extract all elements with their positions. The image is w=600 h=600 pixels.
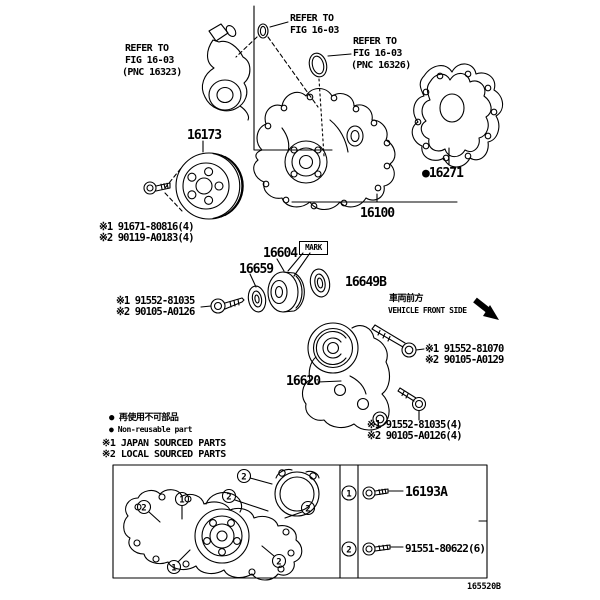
callout-number: 1 (171, 564, 176, 574)
refer-note-inlet-line3: (PNC 16323) (122, 67, 182, 78)
part-label-16649B[interactable]: 16649B (345, 275, 387, 290)
bottom-table-frame (112, 464, 488, 579)
part-label-16173[interactable]: 16173 (187, 128, 222, 143)
tensioner-lower-bolt-art (397, 387, 427, 421)
plate-washer-art (247, 273, 267, 313)
legend-nonreusable-en: ● Non-reusable part (109, 425, 192, 434)
refer-note-oring-line2: FIG 16-03 (290, 25, 339, 36)
part-label-16271[interactable]: ●16271 (422, 166, 464, 181)
vehicle-front-arrow-icon (473, 297, 499, 320)
callout-number: 2 (141, 504, 146, 514)
fastener-note-tensioner-lower-line1[interactable]: ※1 91552-81035(4) (367, 419, 463, 431)
refer-note-oring2-line2: FIG 16-03 (353, 48, 402, 59)
table-part-91551-80622[interactable]: 91551-80622(6) (405, 542, 486, 555)
callout-number: 2 (276, 558, 281, 568)
part-label-16659[interactable]: 16659 (239, 262, 274, 277)
callout-number: 2 (305, 505, 310, 515)
mark-tag: MARK (299, 241, 328, 255)
fastener-note-crank-line2[interactable]: ※2 90119-A0183(4) (99, 232, 195, 244)
crank-pulley-bolt-art (143, 166, 183, 212)
figure-code: 165520B (467, 582, 501, 592)
part-label-16620[interactable]: 16620 (286, 374, 321, 389)
fastener-note-tensioner-upper-line2[interactable]: ※2 90105-A0129 (425, 354, 504, 366)
part-label-16100[interactable]: 16100 (360, 206, 395, 221)
legend-japan-sourced: ※1 JAPAN SOURCED PARTS (102, 438, 226, 449)
table-part-16193A[interactable]: 16193A (405, 485, 448, 500)
oring-large-art (308, 52, 352, 157)
table-row-number: 2 (346, 546, 351, 556)
refer-note-oring2-line1: REFER TO (353, 36, 397, 47)
crank-pulley-art (175, 140, 244, 220)
callout-number: 1 (179, 496, 184, 506)
section-divider (253, 5, 333, 151)
bottom-pump-view-art (123, 468, 320, 581)
callout-number: 2 (241, 473, 246, 483)
refer-note-inlet-line2: FIG 16-03 (125, 55, 174, 66)
fastener-note-crank-line1[interactable]: ※1 91671-80816(4) (99, 221, 195, 233)
vehicle-front-label-jp: 車両前方 (389, 294, 424, 304)
oring-small-art (235, 21, 319, 108)
fastener-note-idler-line2[interactable]: ※2 90105-A0126 (116, 306, 195, 318)
tensioner-upper-bolt-art (371, 324, 425, 358)
fastener-note-idler-line1[interactable]: ※1 91552-81035 (116, 295, 195, 307)
idler-bolt-art (200, 297, 245, 314)
gasket-16271-art (411, 63, 504, 168)
vehicle-front-label-en: VEHICLE FRONT SIDE (388, 306, 467, 315)
legend-nonreusable-jp: ● 再使用不可部品 (109, 413, 179, 423)
fastener-table-art: 1 2 (341, 485, 404, 557)
water-inlet-art (201, 23, 251, 121)
fastener-note-tensioner-upper-line1[interactable]: ※1 91552-81070 (425, 343, 504, 355)
table-row-number: 1 (346, 490, 351, 500)
water-pump-assembly-art (253, 87, 458, 211)
refer-note-oring-line1: REFER TO (290, 13, 334, 24)
bottom-view-callouts: 2 1 2 2 2 1 2 (136, 468, 316, 575)
legend-local-sourced: ※2 LOCAL SOURCED PARTS (102, 449, 226, 460)
idler-pulley-art (267, 252, 311, 313)
fastener-note-tensioner-lower-line2[interactable]: ※2 90105-A0126(4) (367, 430, 463, 442)
refer-note-oring2-line3: (PNC 16326) (351, 60, 411, 71)
part-label-16604[interactable]: 16604 (263, 246, 298, 261)
tensioner-art (301, 322, 391, 431)
callout-number: 2 (226, 493, 231, 503)
pulley-cover-art (309, 268, 331, 298)
refer-note-inlet-line1: REFER TO (125, 43, 169, 54)
